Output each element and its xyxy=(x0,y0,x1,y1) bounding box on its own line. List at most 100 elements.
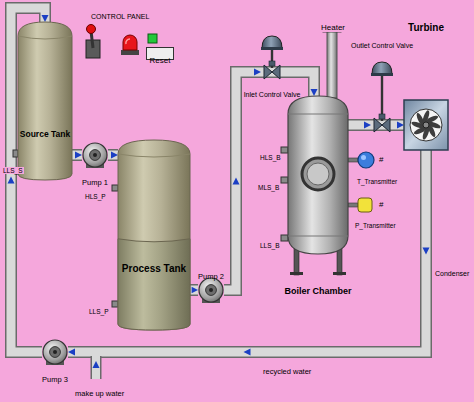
flow-arrow xyxy=(244,349,251,356)
flow-arrow xyxy=(233,178,240,185)
label-holder: T_Transmitter xyxy=(356,170,398,188)
makeup-pipe-outline xyxy=(91,356,102,379)
flow-arrow xyxy=(93,361,100,368)
pipe-label: recycled water xyxy=(262,368,312,377)
label-holder: # xyxy=(378,148,384,166)
part-label: LLS_S xyxy=(2,167,24,174)
level-sensor xyxy=(281,177,288,183)
turbine-rotor xyxy=(410,109,442,141)
valve-bonnet xyxy=(379,114,385,119)
part-label: CONTROL PANEL xyxy=(90,13,150,21)
pipe xyxy=(72,152,82,159)
arrowhead xyxy=(111,152,118,159)
temperature-transmitter xyxy=(358,152,374,168)
pipe-outline xyxy=(224,72,261,290)
source-tank: Source Tank xyxy=(18,22,72,180)
pump: Pump 1 xyxy=(82,142,108,168)
pump: Pump 2 xyxy=(198,277,224,303)
part-label: Heater xyxy=(320,23,346,32)
node-label: Inlet Control Valve xyxy=(244,91,301,99)
arrowhead xyxy=(192,287,198,293)
label-holder: CONTROL PANEL xyxy=(90,5,150,23)
label-holder: P_Transmitter xyxy=(354,214,397,232)
part-label: LLS_B xyxy=(259,242,281,249)
turbine: Turbine xyxy=(404,100,448,150)
switch-knob xyxy=(87,25,96,34)
pump-casing xyxy=(43,340,67,364)
pressure-transmitter xyxy=(358,198,372,212)
arrowhead xyxy=(364,122,371,129)
turbine-housing xyxy=(404,100,448,150)
valve-body xyxy=(264,65,272,79)
pipe-outline xyxy=(348,119,371,131)
node-label: Pump 1 xyxy=(82,179,108,188)
part-label: T_Transmitter xyxy=(356,178,398,185)
boiler-vessel xyxy=(288,96,348,254)
boiler-shape xyxy=(288,96,348,275)
pipe xyxy=(108,152,118,159)
transmitter-stub xyxy=(348,203,358,207)
beacon-base xyxy=(121,50,139,55)
part-label: P_Transmitter xyxy=(354,222,397,229)
label-holder: HLS_B xyxy=(259,146,282,164)
heater-pipe xyxy=(327,30,337,98)
control-valve: Outlet Control Valve xyxy=(371,60,393,131)
label-holder: LLS_B xyxy=(259,234,281,252)
text-holder: Turbine xyxy=(408,17,444,35)
label-holder: # xyxy=(378,193,384,211)
valve-body xyxy=(374,118,382,132)
part-label: Condenser xyxy=(434,270,470,278)
pipe-bore xyxy=(393,121,404,130)
pump-impeller xyxy=(50,347,61,358)
label-holder: recycled water xyxy=(262,360,312,378)
text-holder: Reset xyxy=(146,49,174,67)
pump-casing xyxy=(199,278,223,302)
pipe-outline xyxy=(190,284,198,296)
label-holder: MLS_B xyxy=(257,176,280,194)
valve-body xyxy=(272,65,280,79)
node-label: Pump 3 xyxy=(42,376,68,385)
reset-button: Reset xyxy=(146,47,174,60)
tank-rim xyxy=(18,36,72,39)
level-sensor xyxy=(281,147,288,153)
valve-actuator xyxy=(262,36,282,48)
pipe xyxy=(190,287,198,293)
text-holder: Outlet Control Valve xyxy=(351,34,413,52)
node-label: Reset xyxy=(150,56,171,65)
label-holder: make up water xyxy=(74,382,125,400)
node-label: Turbine xyxy=(408,22,444,34)
actuator-flange xyxy=(371,73,393,76)
node-label: Pump 2 xyxy=(198,273,224,282)
transmitter-highlight xyxy=(361,155,366,160)
valve-shape xyxy=(371,60,393,131)
pipe xyxy=(224,69,261,291)
arrowhead xyxy=(397,122,404,129)
label-holder: HLS_P xyxy=(84,185,107,203)
pump: Pump 3 xyxy=(42,339,68,365)
pipe-bore xyxy=(108,151,118,160)
pipe xyxy=(348,122,371,129)
part-label: # xyxy=(378,155,384,164)
text-holder: Process Tank xyxy=(118,258,190,276)
pipe-outline xyxy=(393,119,404,131)
makeup-pipe xyxy=(92,356,100,379)
pump-shape xyxy=(82,142,108,168)
manway-cover xyxy=(307,163,329,185)
node-label: Outlet Control Valve xyxy=(351,42,413,50)
pump-hub xyxy=(53,350,57,354)
part-label: LLS_P xyxy=(88,308,110,315)
actuator-flange xyxy=(261,47,283,50)
part-label: # xyxy=(378,200,384,209)
arrowhead xyxy=(75,152,82,159)
flow-arrow xyxy=(8,177,15,184)
status-lamp xyxy=(148,34,157,43)
node-label: Process Tank xyxy=(122,263,186,275)
label-holder: Condenser xyxy=(434,262,470,280)
pipe-outline xyxy=(108,149,118,161)
tank-liquid xyxy=(118,239,190,330)
tank-body xyxy=(18,22,72,180)
boiler-foot xyxy=(290,272,303,275)
pipe-outline xyxy=(72,149,82,161)
tank-body xyxy=(118,140,190,330)
pump-impeller xyxy=(206,285,217,296)
